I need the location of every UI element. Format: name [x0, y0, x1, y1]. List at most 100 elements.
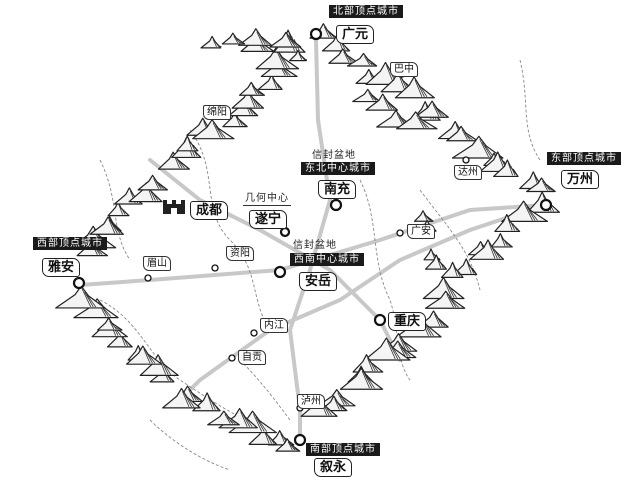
mountain-hatch — [348, 57, 355, 63]
mountain-hatch — [253, 413, 263, 432]
mountain-hatch — [235, 115, 241, 126]
mountain-hatch — [155, 181, 162, 190]
mountain-hatch — [439, 319, 446, 327]
mountain-hatch — [435, 106, 442, 117]
mountain-peak — [414, 100, 449, 118]
mountain-hatch — [151, 191, 159, 201]
mountain-hatch — [274, 80, 280, 89]
mountain-hatch — [421, 120, 430, 129]
mountain-hatch — [366, 376, 375, 389]
mountain-hatch — [510, 165, 516, 176]
mountain-peak — [192, 119, 235, 140]
mountain-hatch — [526, 206, 536, 221]
mountain-hatch — [506, 242, 511, 247]
mountain-hatch — [298, 53, 303, 60]
mountain-hatch — [401, 339, 409, 351]
mountain-hatch — [240, 121, 246, 126]
mountain-hatch — [345, 54, 352, 63]
mountain-peak — [452, 258, 478, 276]
city-label-mianyang: 绵阳 — [203, 105, 231, 120]
mountain-hatch — [383, 96, 390, 110]
mountain-hatch — [500, 236, 506, 247]
mountain-hatch — [240, 411, 248, 427]
mountain-hatch — [113, 225, 121, 234]
mountain-hatch — [108, 219, 116, 234]
mountain-hatch — [461, 129, 468, 140]
route-ne-sw — [173, 203, 547, 407]
mountain-hatch — [336, 401, 343, 410]
mountain-hatch — [529, 209, 538, 221]
mountain-hatch — [158, 183, 164, 190]
mountain-hatch — [404, 342, 412, 351]
mountain-hatch — [86, 294, 97, 308]
mountain-hatch — [187, 138, 193, 150]
mountain-hatch — [367, 357, 374, 372]
mountain-hatch — [217, 45, 222, 48]
mountain-hatch — [192, 144, 198, 151]
mountain-peak — [55, 285, 106, 309]
city-label-luzhou: 泸州 — [297, 394, 325, 409]
mountain-hatch — [249, 108, 256, 115]
mountain-hatch — [287, 441, 293, 451]
mountain-hatch — [301, 56, 305, 60]
mountain-hatch — [398, 343, 406, 357]
role-banner-guangyuan: 北部顶点城市 — [329, 5, 403, 18]
mountain-hatch — [215, 42, 220, 48]
mountain-peak — [162, 387, 201, 409]
mountain-hatch — [446, 294, 454, 308]
mountain-hatch — [446, 283, 455, 298]
mountain-hatch — [210, 398, 216, 410]
mountain-peak — [493, 159, 519, 178]
mountain-hatch — [488, 242, 496, 259]
mountain-hatch — [290, 444, 296, 451]
mountain-hatch — [329, 32, 335, 38]
mountain-hatch — [364, 373, 373, 389]
mountain-peak — [137, 174, 169, 191]
mountain-hatch — [158, 357, 167, 375]
mountain-hatch — [121, 207, 126, 215]
mountain-hatch — [425, 323, 434, 337]
mountain-hatch — [481, 142, 492, 158]
mountain-hatch — [125, 340, 131, 347]
mountain-hatch — [448, 297, 457, 308]
mountain-hatch — [369, 360, 376, 372]
mountain-hatch — [266, 433, 272, 444]
city-markers — [72, 27, 553, 447]
mountain-hatch — [324, 405, 332, 416]
marker-anyue — [273, 265, 287, 279]
city-label-chengdu: 成都 — [190, 201, 229, 220]
mountain-hatch — [361, 370, 370, 389]
marker-chongqing — [373, 313, 387, 327]
marker-suining — [279, 226, 291, 238]
city-label-guangan: 广安 — [407, 224, 435, 239]
mountain-hatch — [484, 145, 494, 158]
mountain-hatch — [188, 388, 195, 401]
mountain-peak — [352, 88, 381, 103]
mountain-hatch — [96, 249, 103, 255]
marker-ziyang — [211, 264, 219, 272]
mountain-hatch — [414, 79, 423, 97]
mountain-hatch — [542, 180, 548, 191]
mountain-hatch — [217, 128, 226, 138]
mountain-peak — [501, 200, 549, 223]
mountain-hatch — [268, 436, 275, 444]
city-label-neijiang: 内江 — [260, 318, 288, 333]
mountain-hatch — [388, 102, 395, 110]
marker-neijiang — [250, 329, 258, 337]
mountain-hatch — [373, 98, 379, 101]
mountain-hatch — [392, 346, 401, 360]
mountain-hatch — [293, 447, 298, 451]
mountain-hatch — [207, 395, 214, 410]
mountain-peak — [424, 254, 447, 270]
mountain-hatch — [419, 85, 428, 97]
mountain-hatch — [337, 392, 345, 405]
city-label-chongqing: 重庆 — [388, 312, 427, 331]
mountain-hatch — [237, 118, 243, 126]
city-label-zigong: 自贡 — [238, 350, 266, 365]
mountain-hatch — [436, 257, 442, 269]
role-banner-xuyong: 南部顶点城市 — [306, 443, 380, 456]
mountain-hatch — [547, 186, 553, 191]
mountain-hatch — [479, 139, 489, 158]
mountain-hatch — [491, 245, 498, 259]
mountain-hatch — [385, 99, 393, 110]
